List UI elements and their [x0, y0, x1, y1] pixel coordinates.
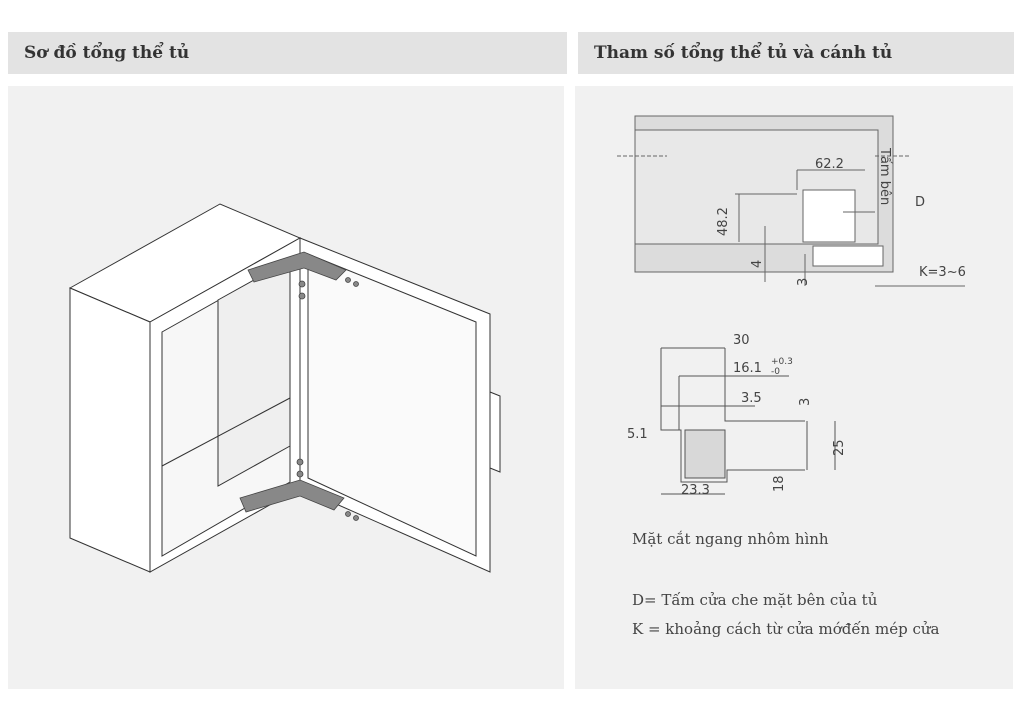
top-hinge-mechanism [247, 251, 347, 283]
hinge-block [802, 189, 856, 243]
tolerance-plus: +0.3 [771, 357, 793, 367]
cabinet-back-inner [217, 259, 291, 487]
right-section-header: Tham số tổng thể tủ và cánh tủ [578, 32, 1014, 74]
dim-3: 3 [798, 398, 813, 406]
right-section-title: Tham số tổng thể tủ và cánh tủ [594, 43, 893, 63]
cabinet-left-side [69, 287, 151, 573]
bottom-hinge-mechanism [239, 479, 345, 513]
left-section-title: Sơ đồ tổng thể tủ [24, 43, 190, 63]
profile-caption: Mặt cắt ngang nhôm hình [632, 530, 829, 548]
door-edge-strip [812, 245, 884, 267]
dim-62-2: 62.2 [815, 157, 844, 172]
cabinet-diagram-panel [8, 86, 564, 689]
dim-16-1: 16.1 [733, 361, 762, 376]
dim-3-5: 3.5 [741, 391, 762, 406]
hinge-screw [345, 277, 351, 283]
dim-3: 3 [796, 278, 811, 286]
aluminum-profile-outline [660, 405, 805, 483]
dim-5-1: 5.1 [627, 427, 648, 442]
hinge-clearance-drawing: 62.2 48.2 4 3 D K=3~6 Tấm bên [617, 115, 966, 287]
parameters-panel: 62.2 48.2 4 3 D K=3~6 Tấm bên 30 16.1 +0… [575, 86, 1013, 689]
dim-30: 30 [733, 333, 750, 348]
interior-shelf-edge [161, 397, 291, 467]
aluminum-profile-section: 30 16.1 +0.3 -0 3.5 3 5.1 25 23.3 18 [627, 333, 847, 498]
hinge-screw [353, 281, 359, 287]
door-panel-inset [307, 253, 477, 557]
dim-4: 4 [750, 260, 765, 268]
cabinet-isometric-drawing [68, 203, 501, 573]
hinge-screw [298, 292, 306, 300]
profile-channel [684, 429, 726, 479]
hinge-screw [345, 511, 351, 517]
label-side-panel: Tấm bên [877, 147, 892, 205]
dim-23-3: 23.3 [681, 483, 710, 498]
hinge-screw [296, 470, 304, 478]
hinge-screw [296, 458, 304, 466]
label-d: D [915, 195, 925, 210]
definition-d: D= Tấm cửa che mặt bên của tủ [632, 591, 878, 609]
tolerance-minus: -0 [771, 367, 780, 377]
hinge-screw [298, 280, 306, 288]
dim-48-2: 48.2 [716, 207, 731, 236]
dim-25: 25 [832, 439, 847, 456]
dim-18: 18 [772, 475, 787, 492]
definition-k: K = khoảng cách từ cửa mớđến mép cửa [632, 620, 940, 638]
left-section-header: Sơ đồ tổng thể tủ [8, 32, 567, 74]
label-k: K=3~6 [919, 265, 966, 280]
door-handle [489, 391, 501, 473]
hinge-screw [353, 515, 359, 521]
